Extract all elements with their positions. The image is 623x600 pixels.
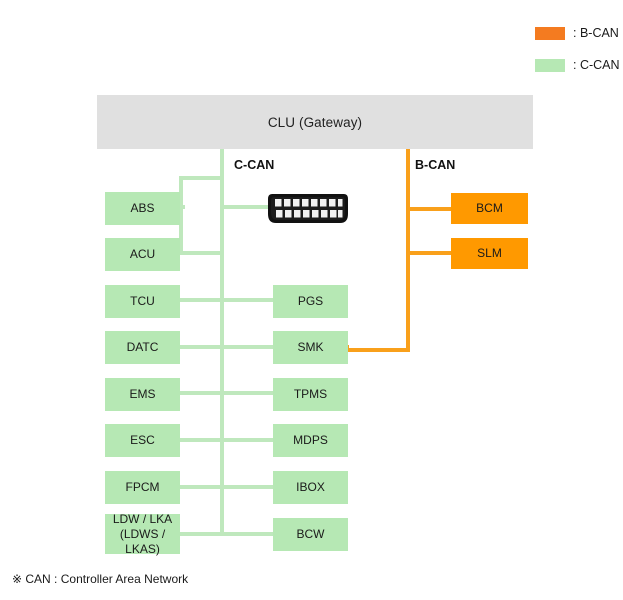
wire-ibox — [224, 485, 274, 489]
c-can-branch-left-top — [179, 176, 224, 180]
wire-bcm — [410, 207, 455, 211]
node-smk[interactable]: SMK — [273, 331, 348, 364]
c-can-trunk — [220, 149, 224, 536]
b-can-trunk — [406, 149, 410, 352]
bus-label-b-can: B-CAN — [415, 158, 456, 172]
clu-gateway-header: CLU (Gateway) — [97, 95, 533, 149]
bus-label-c-can: C-CAN — [234, 158, 275, 172]
node-tcu[interactable]: TCU — [105, 285, 180, 318]
wire-ldw-lka — [179, 532, 224, 536]
wire-fpcm — [179, 485, 224, 489]
wire-bcw — [224, 532, 274, 536]
node-esc[interactable]: ESC — [105, 424, 180, 457]
node-mdps[interactable]: MDPS — [273, 424, 348, 457]
legend-swatch-b-can — [535, 26, 565, 40]
node-acu[interactable]: ACU — [105, 238, 180, 271]
node-ems[interactable]: EMS — [105, 378, 180, 411]
wire-ems — [179, 391, 224, 395]
legend-item-c-can: : C-CAN — [535, 58, 620, 72]
wire-tpms — [224, 391, 274, 395]
node-datc[interactable]: DATC — [105, 331, 180, 364]
node-slm[interactable]: SLM — [451, 238, 528, 269]
legend-swatch-c-can — [535, 58, 565, 72]
wire-slm — [410, 251, 455, 255]
obd-connector-icon — [266, 192, 350, 225]
wire-mdps — [224, 438, 274, 442]
legend-label-b-can: : B-CAN — [573, 25, 619, 40]
wire-datc — [179, 345, 224, 349]
page-title: CLU (Gateway) — [267, 114, 363, 130]
node-pgs[interactable]: PGS — [273, 285, 348, 318]
node-fpcm[interactable]: FPCM — [105, 471, 180, 504]
wire-pgs — [224, 298, 274, 302]
node-tpms[interactable]: TPMS — [273, 378, 348, 411]
wire-acu — [179, 251, 224, 255]
wire-abs — [179, 205, 185, 209]
footnote-can-definition: ※ CAN : Controller Area Network — [12, 572, 189, 586]
node-bcm[interactable]: BCM — [451, 193, 528, 224]
b-can-to-smk-horizontal — [345, 348, 410, 352]
wire-obd — [224, 205, 270, 209]
legend-label-c-can: : C-CAN — [573, 57, 620, 72]
node-ibox[interactable]: IBOX — [273, 471, 348, 504]
c-can-branch-left — [179, 176, 183, 254]
wire-esc — [179, 438, 224, 442]
node-abs[interactable]: ABS — [105, 192, 180, 225]
wire-smk — [224, 345, 274, 349]
node-bcw[interactable]: BCW — [273, 518, 348, 551]
legend-item-b-can: : B-CAN — [535, 26, 619, 40]
node-ldw-lka[interactable]: LDW / LKA (LDWS / LKAS) — [105, 512, 180, 556]
wire-tcu — [179, 298, 224, 302]
